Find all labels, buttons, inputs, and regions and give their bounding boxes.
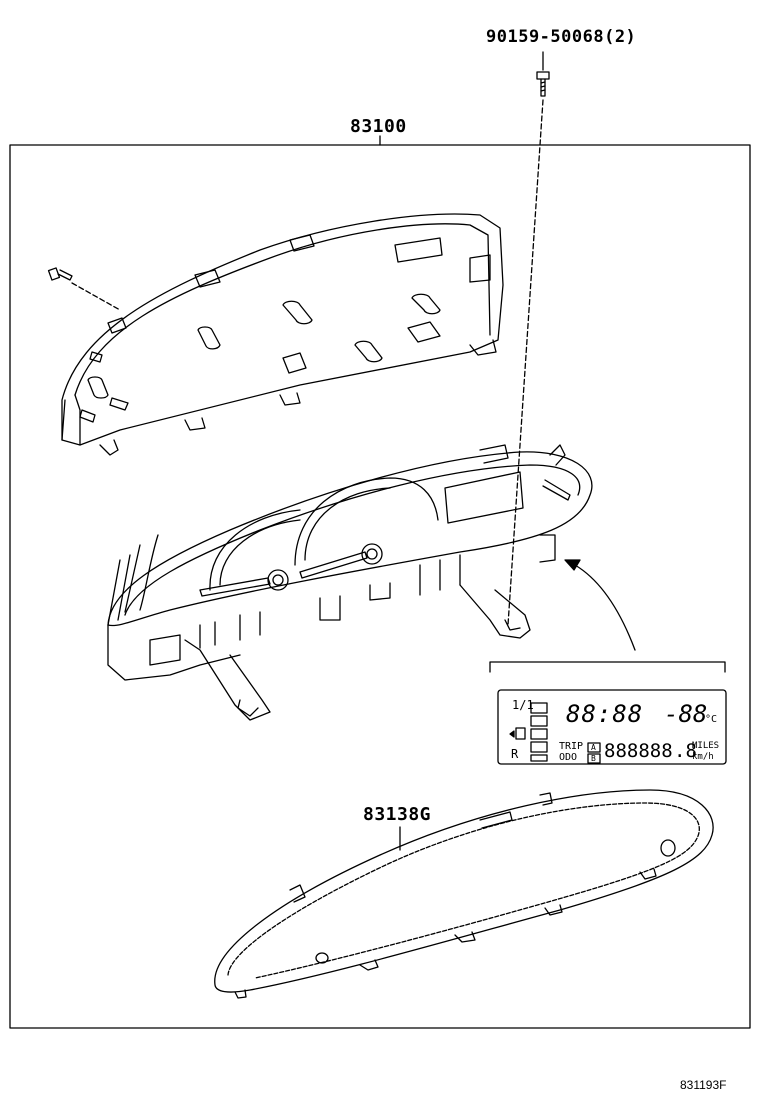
screw-part-number: 90159-50068(2) [486,27,637,47]
odometer-readout: 888888 [604,740,673,762]
miles-label: MILES [692,741,720,751]
assembly-frame [9,144,751,1029]
odo-label: ODO [559,752,578,763]
temperature-readout: -88 [664,700,708,728]
fuel-gauge-bars [530,702,548,762]
meter-body [107,444,593,721]
clock-readout: 88:88 [566,700,644,728]
temperature-unit: °C [705,714,718,725]
cover-glass [214,789,714,999]
glass-part-number: 83138G [363,804,432,825]
odometer-decimal: .8 [674,740,697,762]
trip-b-label: B [591,754,596,763]
trip-a-box [587,742,601,753]
kmh-label: km/h [692,752,714,762]
rear-case [61,213,504,456]
fuel-pump-icon [509,727,526,740]
display-bracket [489,661,726,673]
meter-assembly-part-number: 83100 [350,116,407,137]
arrow-curve [574,564,636,651]
display-detail-box [497,689,727,765]
screw-path [507,99,544,626]
trip-label: TRIP [559,741,584,752]
reverse-label: R [511,747,519,761]
figure-code: 831193F [680,1078,727,1092]
arrow-head [564,559,581,571]
trip-a-label: A [591,743,596,752]
display-fraction-label: 1/1 [512,698,534,712]
screw-icon [536,71,550,97]
side-screw-icon [47,267,73,281]
trip-b-box [587,753,601,764]
